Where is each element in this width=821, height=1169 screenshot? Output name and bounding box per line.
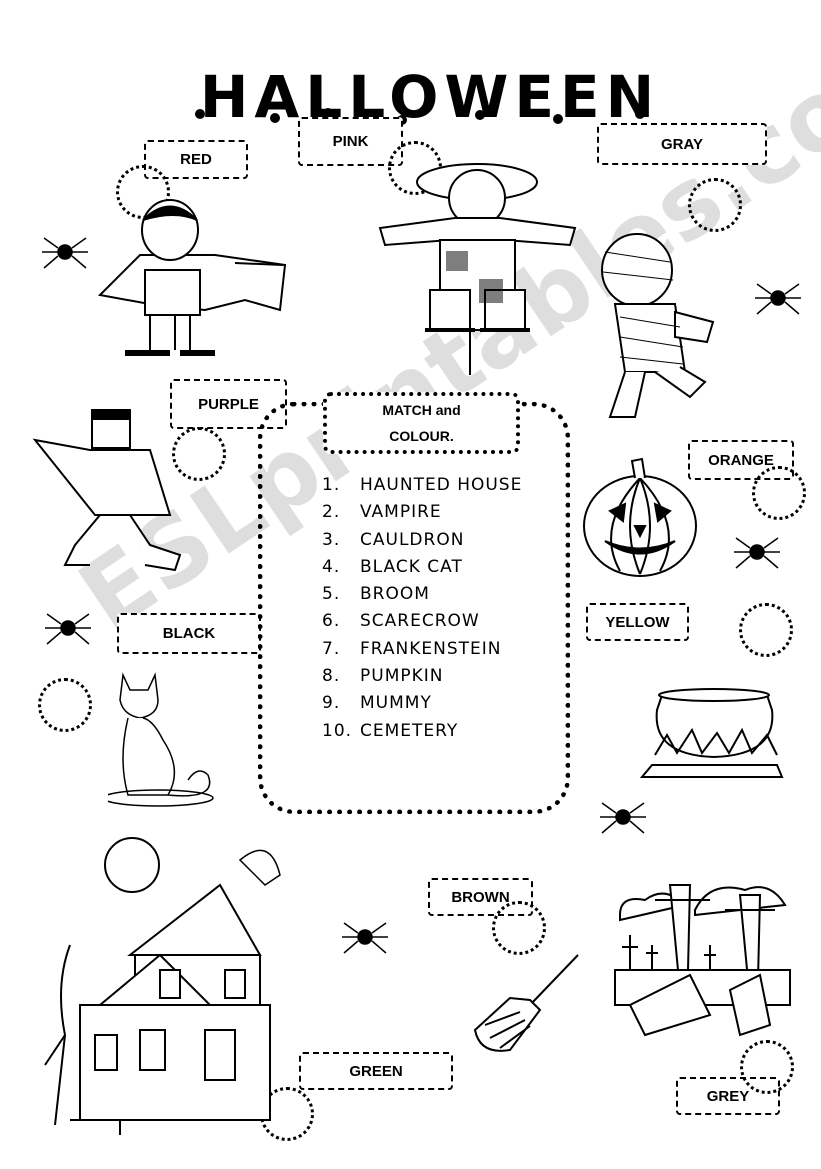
cauldron-illustration bbox=[639, 688, 784, 778]
haunted-house-illustration bbox=[44, 837, 281, 1135]
word-list: 1. HAUNTED HOUSE 2. VAMPIRE 3. CAULDRON 4. B… bbox=[322, 472, 522, 745]
spider-icon bbox=[42, 237, 88, 269]
list-item-word: PUMPKIN bbox=[360, 666, 444, 687]
vampire-illustration bbox=[97, 199, 287, 356]
black-cat-illustration bbox=[108, 672, 214, 807]
list-item-number: 5. bbox=[322, 584, 341, 605]
label-gray: GRAY bbox=[597, 123, 767, 165]
label-pink: PINK bbox=[298, 117, 403, 166]
answer-circle-red[interactable] bbox=[116, 165, 170, 219]
list-item: 9. MUMMY bbox=[322, 690, 522, 717]
list-item-number: 7. bbox=[322, 638, 341, 659]
list-item: 7. FRANKENSTEIN bbox=[322, 636, 522, 663]
list-item-word: BROOM bbox=[360, 584, 430, 605]
list-item-word: CEMETERY bbox=[360, 720, 459, 741]
label-black: BLACK bbox=[117, 613, 261, 654]
pumpkin-illustration bbox=[583, 457, 697, 577]
list-item-number: 9. bbox=[322, 693, 341, 714]
cemetery-illustration bbox=[614, 884, 791, 1037]
spider-icon bbox=[342, 922, 388, 954]
list-item-word: MUMMY bbox=[360, 693, 432, 714]
answer-circle-brown[interactable] bbox=[492, 901, 546, 955]
list-item: 10. CEMETERY bbox=[322, 718, 522, 745]
list-item-word: VAMPIRE bbox=[360, 502, 442, 523]
answer-circle-gray[interactable] bbox=[688, 178, 742, 232]
list-item: 3. CAULDRON bbox=[322, 527, 522, 554]
label-green: GREEN bbox=[299, 1052, 453, 1090]
list-item-number: 6. bbox=[322, 611, 341, 632]
title-drips-decoration bbox=[195, 108, 645, 125]
list-item-number: 4. bbox=[322, 556, 341, 577]
instructions-line-1: MATCH and bbox=[382, 402, 461, 418]
frankenstein-illustration bbox=[32, 409, 182, 572]
answer-circle-purple[interactable] bbox=[172, 427, 226, 481]
list-item-number: 10. bbox=[322, 720, 353, 741]
scarecrow-illustration bbox=[378, 163, 577, 375]
list-item: 1. HAUNTED HOUSE bbox=[322, 472, 522, 499]
list-item: 4. BLACK CAT bbox=[322, 554, 522, 581]
instructions-line-2: COLOUR. bbox=[389, 428, 454, 444]
list-item-word: CAULDRON bbox=[360, 529, 465, 550]
label-yellow: YELLOW bbox=[586, 603, 689, 641]
answer-circle-orange[interactable] bbox=[752, 466, 806, 520]
list-item: 2. VAMPIRE bbox=[322, 499, 522, 526]
answer-circle-yellow[interactable] bbox=[739, 603, 793, 657]
list-item-number: 1. bbox=[322, 475, 341, 495]
list-item-word: SCARECROW bbox=[360, 611, 480, 632]
list-item-number: 2. bbox=[322, 502, 341, 523]
list-item-word: FRANKENSTEIN bbox=[360, 638, 502, 659]
spider-icon bbox=[45, 613, 91, 645]
instructions-box: MATCH and COLOUR. bbox=[323, 392, 520, 454]
label-orange: ORANGE bbox=[688, 440, 794, 480]
list-item: 6. SCARECROW bbox=[322, 608, 522, 635]
list-item: 8. PUMPKIN bbox=[322, 663, 522, 690]
list-item-word: HAUNTED HOUSE bbox=[360, 475, 523, 495]
list-item-number: 3. bbox=[322, 529, 341, 550]
answer-circle-grey[interactable] bbox=[740, 1040, 794, 1094]
list-item: 5. BROOM bbox=[322, 581, 522, 608]
list-item-number: 8. bbox=[322, 666, 341, 687]
spider-icon bbox=[734, 537, 780, 569]
label-brown: BROWN bbox=[428, 878, 533, 916]
spider-icon bbox=[755, 283, 801, 315]
list-item-word: BLACK CAT bbox=[360, 556, 463, 577]
broom-illustration bbox=[473, 954, 579, 1052]
answer-circle-black[interactable] bbox=[38, 678, 92, 732]
spider-icon bbox=[600, 802, 646, 834]
mummy-illustration bbox=[601, 233, 715, 418]
